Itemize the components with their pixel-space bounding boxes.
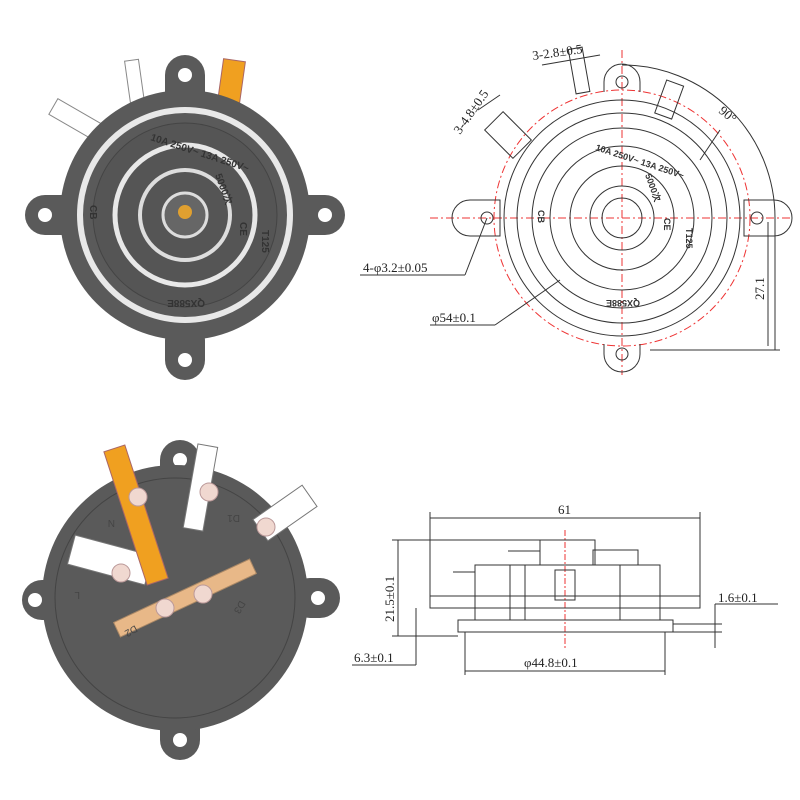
temp-mark: T125 xyxy=(259,230,270,253)
flange-dimension: 1.6±0.1 xyxy=(718,590,758,605)
offset-dimension: 27.1 xyxy=(752,277,767,300)
bridge-contact xyxy=(112,558,258,638)
base-dimension: 6.3±0.1 xyxy=(354,650,394,665)
terminals xyxy=(66,443,318,638)
terminal-small-dimension: 3-2.8±0.5 xyxy=(531,41,583,63)
bottom-view-product: N L D1 D2 D3 xyxy=(22,440,340,760)
drawing-ce-mark: CE xyxy=(662,218,672,231)
center-pin xyxy=(178,205,192,219)
drawing-cb-mark: CB xyxy=(536,210,546,223)
angle-dimension: 90° xyxy=(716,103,740,126)
n-terminal xyxy=(103,444,169,586)
height-dimension: 21.5±0.1 xyxy=(382,576,397,622)
label-l: L xyxy=(74,589,80,600)
model-mark: QX588E xyxy=(167,297,205,308)
diameter-dimension: φ54±0.1 xyxy=(432,310,476,325)
top-view-product: 10A 250V~ 13A 250V~ 5000次 CB CE T125 QX5… xyxy=(25,55,345,380)
ce-mark: CE xyxy=(237,222,248,236)
width-dimension: 61 xyxy=(558,502,571,517)
base-diameter-dimension: φ44.8±0.1 xyxy=(524,655,578,670)
holes-dimension: 4-φ3.2±0.05 xyxy=(363,260,427,275)
drawing-temp-mark: T125 xyxy=(684,228,694,249)
label-n: N xyxy=(108,517,115,528)
drawing-model-mark: QX588E xyxy=(606,298,640,308)
label-d1: D1 xyxy=(227,512,240,523)
drawing-cycles-mark: 5000次 xyxy=(643,172,663,203)
side-view-drawing: 61 21.5±0.1 1.6±0.1 6.3±0.1 φ44.8±0.1 xyxy=(352,502,778,675)
cb-mark: CB xyxy=(87,205,98,219)
top-view-drawing: 10A 250V~ 13A 250V~ 5000次 CB CE T125 QX5… xyxy=(360,41,793,375)
